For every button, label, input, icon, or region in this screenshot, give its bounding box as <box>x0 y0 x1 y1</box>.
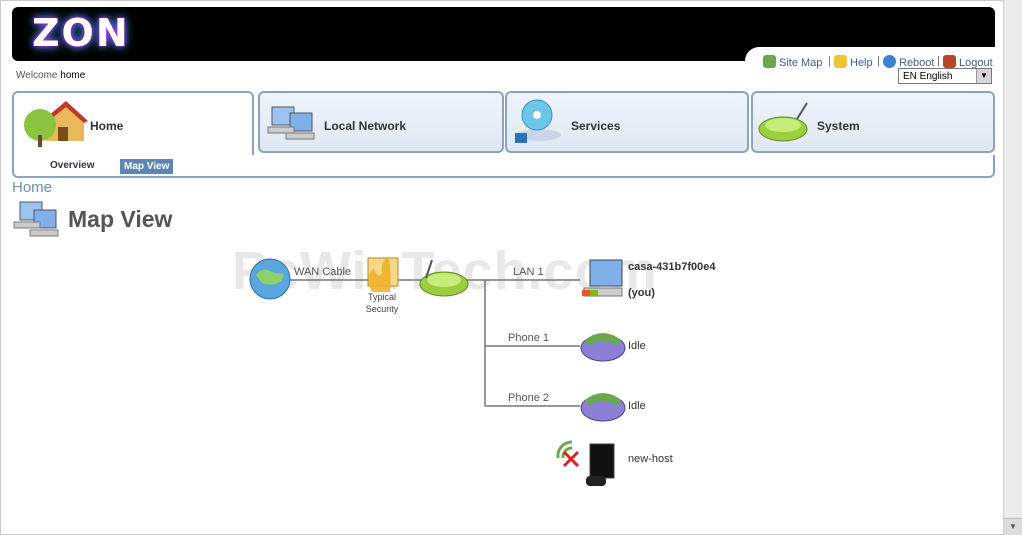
firewall-security-icon[interactable] <box>358 252 406 296</box>
host-name[interactable]: new-host <box>628 453 673 465</box>
logout-house-icon <box>943 55 956 68</box>
security-label-2: Security <box>365 304 399 314</box>
tab-services[interactable]: Services <box>505 91 749 153</box>
scroll-down-icon[interactable]: ▼ <box>1004 518 1022 535</box>
help-icon <box>834 55 847 68</box>
router-icon <box>758 102 808 142</box>
computer-icon[interactable] <box>580 256 628 304</box>
phone1-status: Idle <box>628 340 646 352</box>
subtab-overview[interactable]: Overview <box>50 160 95 171</box>
phone-icon[interactable] <box>579 326 629 366</box>
wireless-disconnected-icon <box>556 440 580 468</box>
language-select[interactable]: EN English▼ <box>898 68 992 84</box>
pc-you-label: (you) <box>628 287 655 299</box>
phone2-status: Idle <box>628 400 646 412</box>
lan1-label: LAN 1 <box>513 266 544 278</box>
tab-home[interactable]: Home <box>12 91 254 159</box>
cd-disc-icon <box>515 99 561 143</box>
reboot-link[interactable]: Reboot <box>883 55 934 69</box>
phone1-label: Phone 1 <box>508 332 549 344</box>
sitemap-icon <box>763 55 776 68</box>
internet-globe-icon[interactable] <box>248 257 296 305</box>
page-title: Map View <box>68 206 173 232</box>
pc-name[interactable]: casa-431b7f00e4 <box>628 261 716 273</box>
network-computers-icon <box>267 106 315 140</box>
game-console-icon[interactable] <box>584 442 624 490</box>
top-links: Site Map | Help | Reboot | Logout <box>745 47 995 71</box>
subtab-bar <box>12 155 995 178</box>
tab-system[interactable]: System <box>751 91 995 153</box>
power-icon <box>883 55 896 68</box>
wan-label: WAN Cable <box>294 266 352 278</box>
security-label-1: Typical <box>367 292 396 302</box>
username: home <box>60 70 86 81</box>
welcome-text: Welcome home <box>16 70 86 81</box>
help-link[interactable]: Help <box>834 55 873 69</box>
router-device-icon[interactable] <box>418 258 472 300</box>
logout-link[interactable]: Logout <box>943 55 993 69</box>
chevron-down-icon: ▼ <box>976 69 991 83</box>
home-icon <box>24 101 88 147</box>
subtab-map-view[interactable]: Map View <box>120 159 174 174</box>
tab-local-network[interactable]: Local Network <box>258 91 504 153</box>
phone-icon[interactable] <box>579 386 629 426</box>
zon-logo: ZON <box>32 11 130 55</box>
phone2-label: Phone 2 <box>508 392 549 404</box>
breadcrumb[interactable]: Home <box>12 179 53 196</box>
page-network-icon <box>13 201 59 237</box>
site-map-link[interactable]: Site Map <box>763 55 822 69</box>
network-map-lines <box>282 279 580 407</box>
vertical-scrollbar[interactable]: ▼ <box>1003 0 1022 535</box>
